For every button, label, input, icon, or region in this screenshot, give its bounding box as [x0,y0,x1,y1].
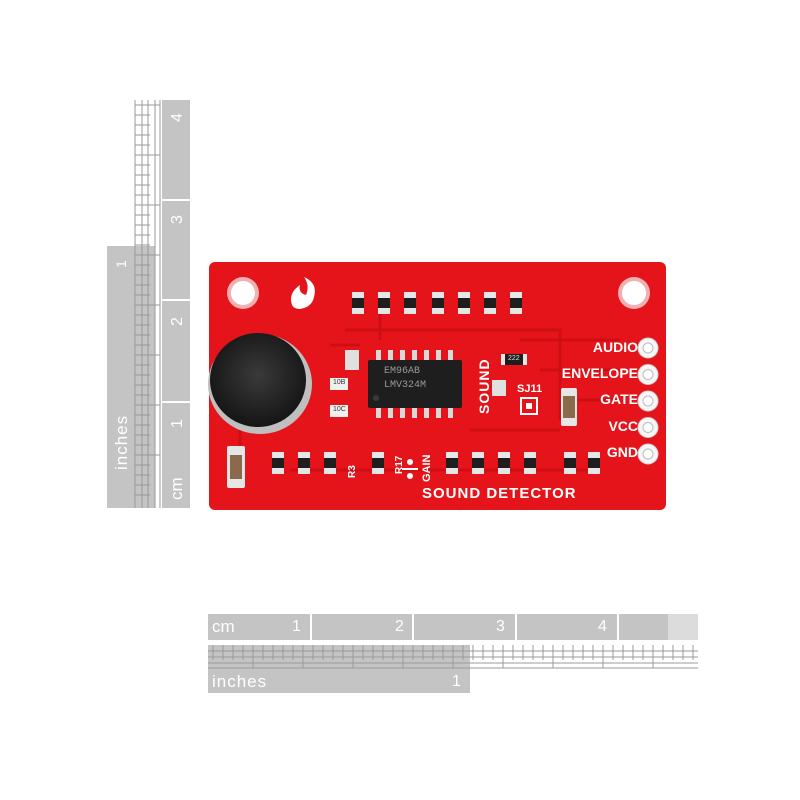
resistor-top-5 [458,292,470,314]
resistor-top-7 [510,292,522,314]
h-ruler-inch-tick-1: 1 [452,673,461,690]
resistor-code-222: 222 [508,355,520,362]
resistor-bottom-9 [564,452,576,474]
r17-label: R17 [394,455,405,474]
ic-marking-line1: EM96AB [384,366,421,377]
resistor-top-6 [484,292,496,314]
resistor-bottom-7 [498,452,510,474]
ic-chip [368,350,462,418]
resistor-top-1 [352,292,364,314]
h-ruler-cm-tick-4: 4 [598,618,607,635]
board-title: SOUND DETECTOR [422,485,577,502]
resistor-bottom-4 [372,452,384,474]
resistor-bottom-1 [272,452,284,474]
sound-vertical-label: SOUND [476,358,492,414]
pin-label-envelope: ENVELOPE [561,365,638,381]
sj11-label: SJ11 [517,383,543,395]
resistor-bottom-5 [446,452,458,474]
sparkfun-flame-icon [291,277,315,309]
h-ruler-cm-tick-1: 1 [292,618,301,635]
resistor-top-2 [378,292,390,314]
bottom-resistor-row [272,452,600,474]
ic-marking-line2: LMV324M [384,380,427,391]
pin-label-gate: GATE [600,391,638,407]
cap-code-10b: 10B [333,379,346,386]
resistor-bottom-10 [588,452,600,474]
h-ruler-cm-tick-2: 2 [395,618,404,635]
h-ruler-inches-label: inches [212,672,268,691]
pin-label-audio: AUDIO [592,339,638,355]
cap-code-10c: 10C [333,406,346,413]
h-ruler-cm-tick-3: 3 [496,618,505,635]
pin-header [637,337,659,465]
gain-label: GAIN [421,454,433,483]
pin-label-vcc: VCC [608,418,638,434]
h-ruler-cm-label: cm [212,617,235,636]
electret-microphone [208,333,312,434]
capacitor-left [227,446,245,488]
resistor-bottom-6 [472,452,484,474]
resistor-bottom-3 [324,452,336,474]
r3-label: R3 [347,465,358,478]
resistor-bottom-2 [298,452,310,474]
resistor-top-3 [404,292,416,314]
resistor-top-4 [432,292,444,314]
sj11-jumper-pad [520,397,538,415]
capacitor-right [561,388,577,426]
top-resistor-row [352,292,522,314]
pin-label-gnd: GND [606,444,638,460]
resistor-bottom-8 [524,452,536,474]
